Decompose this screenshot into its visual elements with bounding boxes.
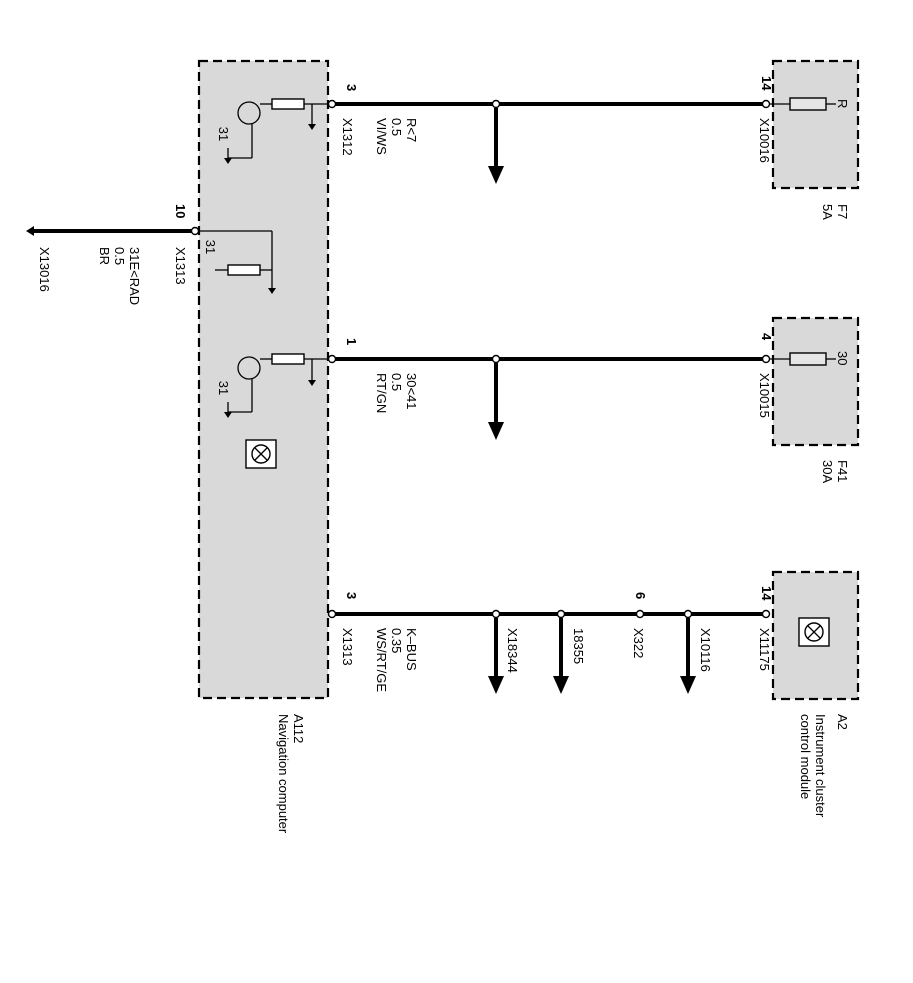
cluster-module-name: Instrument cluster control module — [798, 714, 828, 818]
c3-wire-id: K–BUS — [404, 628, 419, 671]
navigation-computer-module[interactable] — [197, 59, 330, 700]
splice-arrow-18355 — [553, 609, 569, 694]
fuse-f7-id: F7 — [835, 204, 850, 219]
ground-color: BR — [97, 247, 112, 265]
c2-gauge: 0.5 — [389, 373, 404, 391]
ground-end-conn: X13016 — [37, 247, 52, 292]
ground-conn: X1313 — [173, 247, 188, 285]
ground-wire-id: 31E<RAD — [127, 247, 142, 305]
fuse-f41-terminal: 30 — [835, 351, 850, 365]
pin-fuse-c2 — [761, 354, 771, 364]
nav-module-id: A112 — [291, 714, 306, 743]
ground-end-arrow — [26, 226, 34, 236]
c1-right-pin: 14 — [759, 76, 774, 91]
cluster-module-name-box: Instrument cluster control module — [798, 714, 828, 818]
pin-x322 — [635, 609, 645, 619]
c1-color: VI/WS — [374, 118, 389, 155]
nav-output-stage-1 — [224, 98, 332, 164]
c3-left-conn: X1313 — [340, 628, 355, 666]
nav-module-name: Navigation computer — [276, 714, 291, 834]
splice-arrow-c2 — [488, 354, 504, 440]
c3-mid-pin: 6 — [633, 592, 648, 599]
c2-wire-id: 30<41 — [404, 373, 419, 410]
pin-fuse-c1 — [761, 99, 771, 109]
ground-label-2: 31 — [203, 240, 218, 254]
fuse-f7-terminal: R — [835, 99, 850, 108]
splice-arrow-x18344 — [488, 609, 504, 694]
nav-output-stage-2 — [224, 353, 332, 418]
ground-pin: 10 — [173, 204, 188, 218]
fuse-f41-element — [789, 352, 827, 366]
c1-wire-id: R<7 — [404, 118, 419, 142]
pin-nav-c2 — [327, 354, 337, 364]
fuse-f7-box[interactable] — [771, 59, 860, 190]
pin-nav-kbus — [327, 609, 337, 619]
ground-gauge: 0.5 — [112, 247, 127, 265]
c3-splice-1: X18344 — [505, 628, 520, 673]
cluster-module-id: A2 — [835, 714, 850, 730]
splice-arrow-c1 — [488, 99, 504, 184]
pin-cluster-kbus — [761, 609, 771, 619]
c2-color: RT/GN — [374, 373, 389, 413]
fuse-f7-rating: 5A — [820, 204, 835, 220]
c1-left-pin: 3 — [344, 84, 359, 91]
cluster-bus-icon — [798, 617, 830, 647]
c3-color: WS/RT/GE — [374, 628, 389, 692]
c1-gauge: 0.5 — [389, 118, 404, 136]
ground-label-3: 31 — [216, 381, 231, 395]
c3-splice-3: X10116 — [698, 628, 713, 672]
c3-left-pin: 3 — [344, 592, 359, 599]
pin-nav-ground — [190, 226, 200, 236]
c2-left-pin: 1 — [344, 338, 359, 345]
c3-mid-conn: X322 — [631, 628, 646, 658]
splice-arrow-x10116 — [680, 609, 696, 694]
ground-label-1: 31 — [216, 127, 231, 141]
fuse-f41-rating: 30A — [820, 460, 835, 483]
fuse-f7-element — [789, 97, 827, 111]
c3-splice-2: 18355 — [571, 628, 586, 664]
c2-right-pin: 4 — [759, 333, 774, 341]
c3-gauge: 0.35 — [389, 628, 404, 653]
pin-nav-c1 — [327, 99, 337, 109]
c3-right-conn: X11175 — [757, 628, 772, 671]
c2-right-conn: X10015 — [757, 373, 772, 418]
nav-bus-icon — [245, 439, 277, 469]
c3-right-pin: 14 — [759, 586, 774, 601]
nav-ground-resistor — [199, 230, 276, 294]
c1-right-conn: X10016 — [757, 118, 772, 163]
fuse-f41-id: F41 — [835, 460, 850, 482]
c1-left-conn: X1312 — [340, 118, 355, 156]
fuse-f41-box[interactable] — [771, 316, 860, 447]
